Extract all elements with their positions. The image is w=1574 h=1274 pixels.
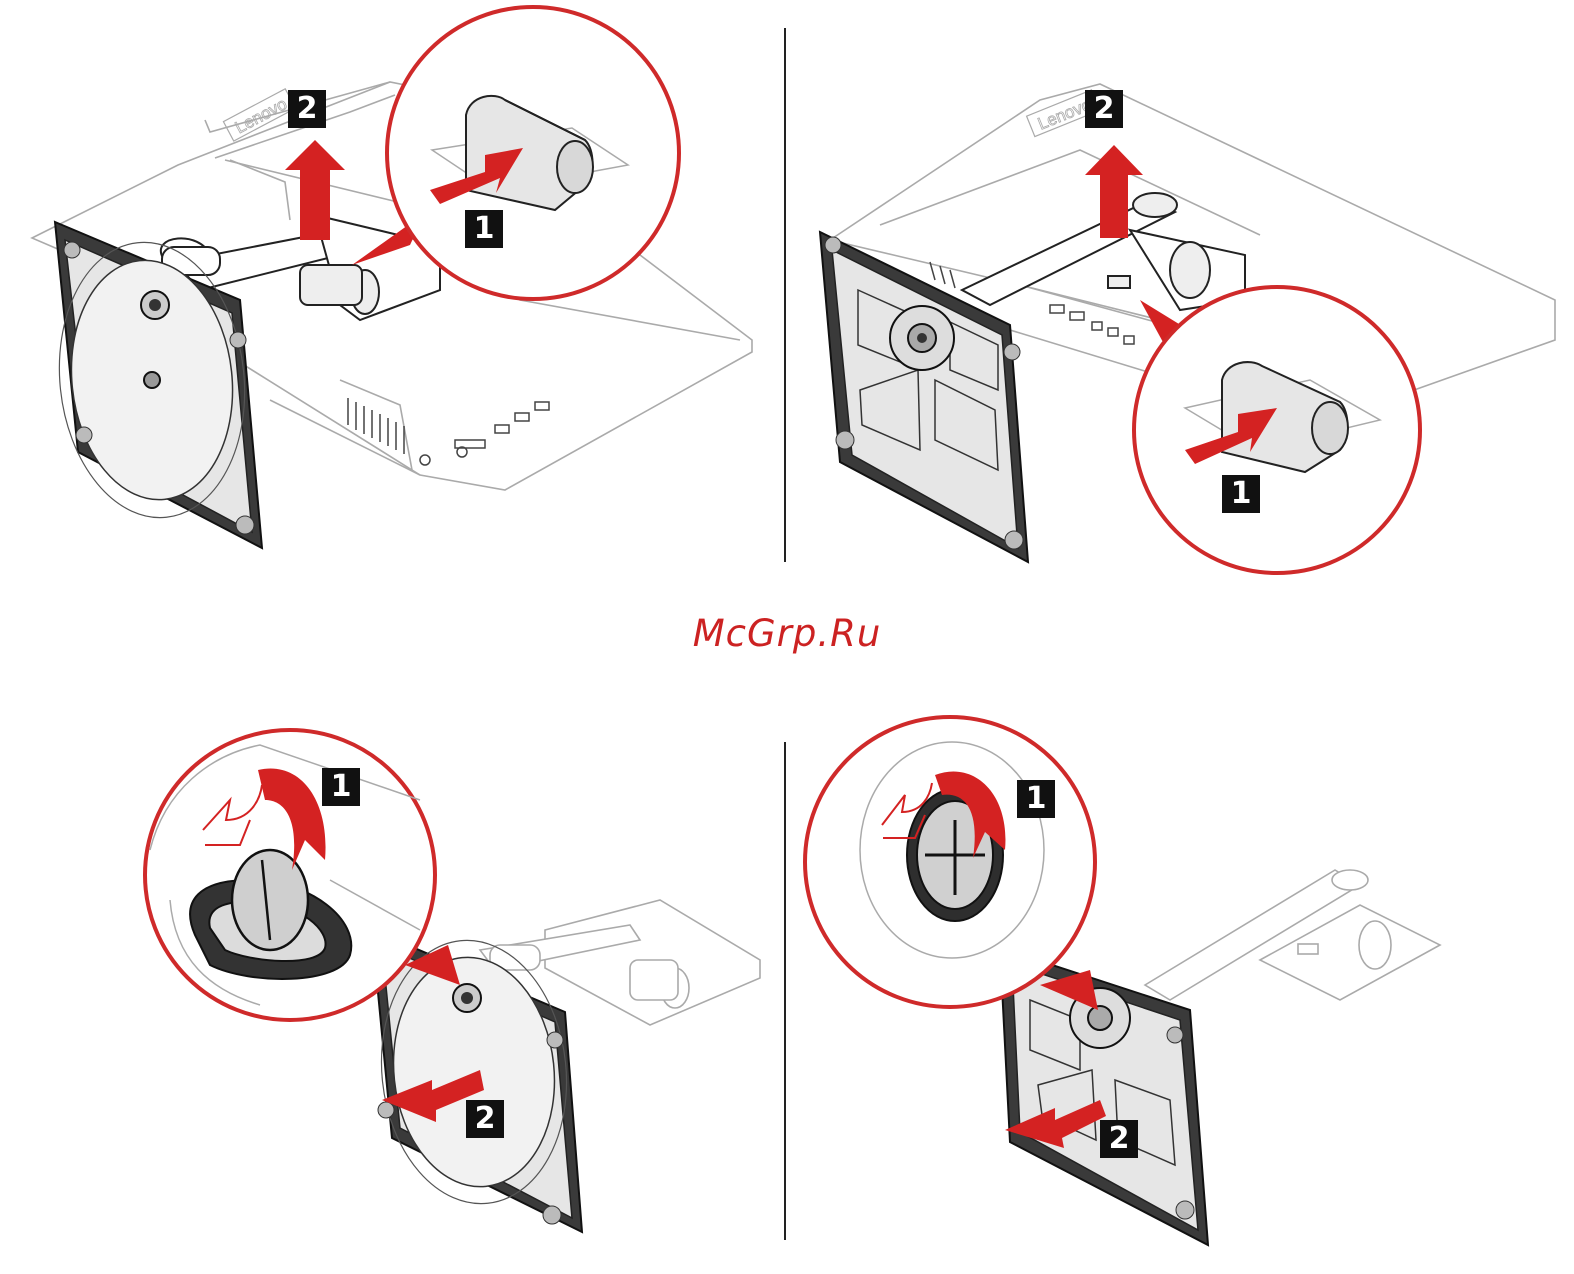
zoom-callout: [1134, 287, 1420, 573]
step-badge: 2: [288, 90, 326, 128]
panel-bottom-left: [145, 730, 760, 1232]
step-badge: 1: [322, 768, 360, 806]
step-badge: 2: [1100, 1120, 1138, 1158]
step-badge: 1: [465, 210, 503, 248]
panel-top-left: Lenovo: [32, 7, 752, 548]
step-badge: 2: [1085, 90, 1123, 128]
stand-arm: [1145, 870, 1440, 1000]
step-badge: 2: [466, 1100, 504, 1138]
watermark: McGrp.Ru: [0, 612, 1574, 655]
step-badge: 1: [1222, 475, 1260, 513]
panel-bottom-right: [805, 717, 1440, 1245]
panel-top-right: Lenovo: [820, 84, 1555, 573]
step-badge: 1: [1017, 780, 1055, 818]
